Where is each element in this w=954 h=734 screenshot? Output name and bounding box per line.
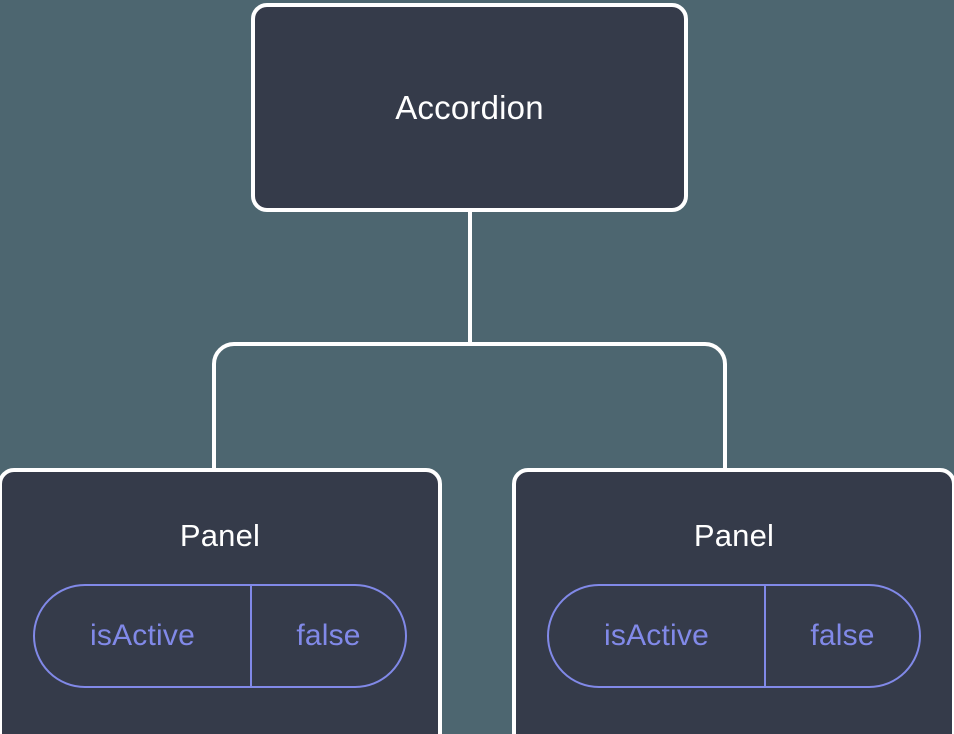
edge-root-to-panel-right	[470, 342, 727, 470]
node-title: Accordion	[395, 89, 544, 126]
prop-badge-isactive[interactable]: isActive false	[547, 584, 921, 688]
prop-value: false	[764, 586, 919, 686]
node-panel-right[interactable]: Panel isActive false	[512, 468, 954, 734]
prop-key: isActive	[604, 619, 709, 652]
prop-key: isActive	[90, 619, 195, 652]
node-title: Panel	[179, 518, 261, 553]
node-panel-left[interactable]: Panel isActive false	[0, 468, 442, 734]
edge-root-to-panel-left	[212, 342, 470, 470]
node-title: Panel	[693, 518, 775, 553]
node-accordion[interactable]: Accordion	[251, 3, 688, 212]
prop-badge-isactive[interactable]: isActive false	[33, 584, 407, 688]
prop-value: false	[250, 586, 405, 686]
